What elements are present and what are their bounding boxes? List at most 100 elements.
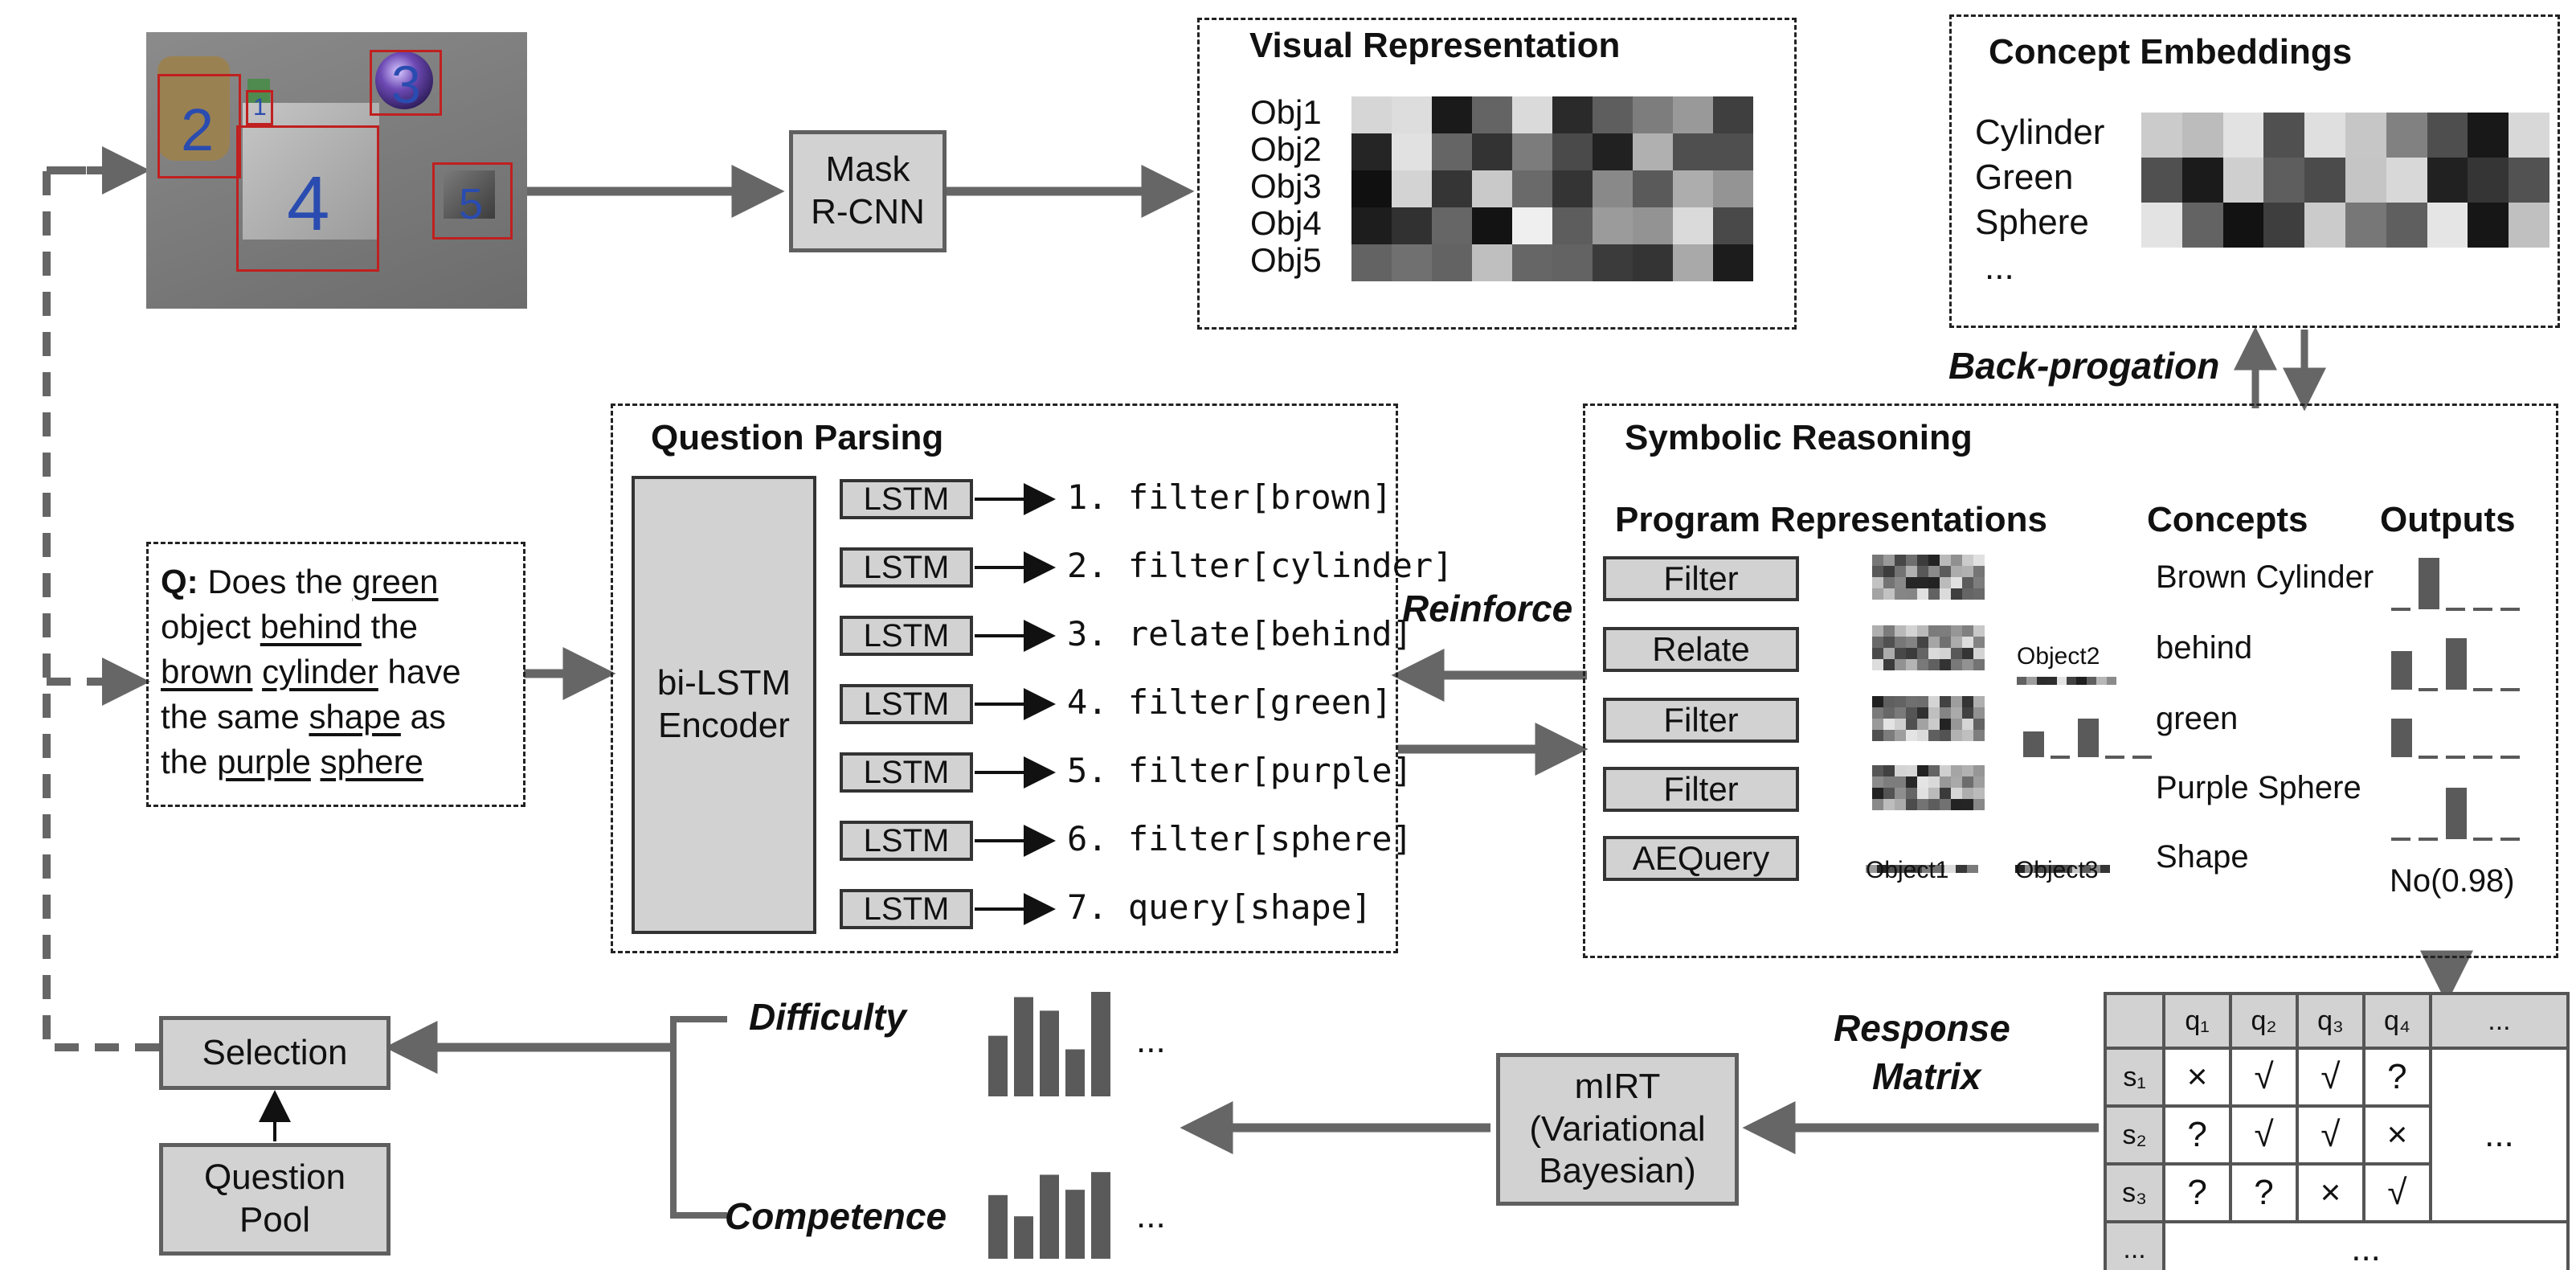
embedding-cell <box>1973 625 1985 637</box>
matrix-col-header: q₃ <box>2295 992 2365 1050</box>
matrix-side-ellipsis: ... <box>2428 1047 2570 1223</box>
program-button: Filter <box>1603 556 1799 601</box>
embedding-cell <box>1973 707 1985 719</box>
visual-grid-cell <box>1673 207 1713 244</box>
visual-grid-cell <box>1392 133 1432 170</box>
embedding-cell <box>1866 865 1877 873</box>
embedding-cell <box>1973 648 1985 659</box>
program-step: 5. filter[purple] <box>1067 751 1413 790</box>
embedding-cell <box>1906 637 1917 648</box>
output-glyph-4-bar <box>2446 788 2467 839</box>
visual-grid-cell <box>1552 96 1593 133</box>
visual-grid-cell <box>1633 133 1673 170</box>
concept-grid-cell <box>2181 158 2223 203</box>
matrix-cell: ? <box>2229 1162 2299 1223</box>
embedding-cell <box>2100 865 2110 873</box>
embedding-cell <box>1962 765 1973 776</box>
embedding-cell <box>1895 588 1906 600</box>
question-box <box>146 542 525 807</box>
dashed-loop <box>43 166 159 1051</box>
embedding-cell <box>1872 625 1883 637</box>
visual-feature-grid <box>1351 96 1753 281</box>
visual-grid-cell <box>1472 133 1512 170</box>
embedding-cell <box>2017 677 2027 685</box>
embedding-cell <box>1951 776 1962 788</box>
program-embedding <box>1872 696 1985 741</box>
back-propagation-label: Back-progation <box>1948 345 2220 387</box>
embedding-cell <box>1872 637 1883 648</box>
concept-grid-cell <box>2427 203 2468 248</box>
concept-grid-cell <box>2141 203 2182 248</box>
embedding-cell <box>1883 776 1895 788</box>
concept-grid-cell <box>2345 113 2386 158</box>
visual-grid-cell <box>1633 207 1673 244</box>
program-embedding-strip <box>1866 865 1978 873</box>
visual-grid-cell <box>1351 133 1392 170</box>
visual-grid-cell <box>1593 96 1633 133</box>
matrix-col-header: q₄ <box>2361 992 2432 1050</box>
mirt-line3: Bayesian) <box>1539 1151 1696 1191</box>
concept-grid-cell <box>2141 113 2182 158</box>
matrix-cell: × <box>2162 1047 2233 1108</box>
embedding-cell <box>1940 707 1951 719</box>
embedding-cell <box>1973 730 1985 741</box>
embedding-cell <box>1906 555 1917 566</box>
concept-row-label: Cylinder <box>1975 113 2105 152</box>
embedding-cell <box>2043 865 2054 873</box>
object2-embedding-strip <box>2017 677 2116 685</box>
matrix-row: s₁×√√?... <box>2103 1047 2570 1223</box>
embedding-cell <box>1883 730 1895 741</box>
question-q-label: Q: <box>161 563 198 600</box>
visual-grid-cell <box>1713 133 1753 170</box>
concept-grid-cell <box>2222 203 2264 248</box>
embedding-cell <box>1951 765 1962 776</box>
program-step: 4. filter[green] <box>1067 682 1392 722</box>
embedding-cell <box>1928 577 1940 588</box>
outputs-header: Outputs <box>2380 500 2516 539</box>
difficulty-ellipsis: ... <box>1136 1021 1166 1060</box>
relate-output-glyph-bar <box>2023 731 2044 757</box>
embedding-cell <box>1928 696 1940 707</box>
embedding-cell <box>1928 730 1940 741</box>
embedding-cell <box>1917 776 1928 788</box>
competence-bar <box>988 1194 1008 1259</box>
bbox-object-3: 3 <box>370 50 442 116</box>
embedding-cell <box>1883 637 1895 648</box>
embedding-cell <box>1940 555 1951 566</box>
visual-grid-cell <box>1432 244 1472 281</box>
difficulty-bar <box>1091 992 1110 1096</box>
embedding-cell <box>1967 865 1978 873</box>
concept-grid-cell <box>2345 203 2386 248</box>
visual-grid-cell <box>1552 244 1593 281</box>
embedding-cell <box>1940 566 1951 577</box>
embedding-cell <box>2056 677 2067 685</box>
concept-grid-cell <box>2181 203 2223 248</box>
embedding-cell <box>1906 707 1917 719</box>
embedding-cell <box>1906 577 1917 588</box>
competence-label: Competence <box>725 1195 947 1237</box>
concept-text: behind <box>2156 630 2253 666</box>
embedding-cell <box>1917 625 1928 637</box>
embedding-cell <box>1951 788 1962 799</box>
embedding-cell <box>1973 577 1985 588</box>
program-button: Filter <box>1603 767 1799 812</box>
embedding-cell <box>2034 865 2044 873</box>
concept-grid-cell <box>2263 158 2305 203</box>
embedding-cell <box>1962 588 1973 600</box>
concept-grid-cell <box>2181 113 2223 158</box>
embedding-cell <box>1922 865 1933 873</box>
embedding-cell <box>1973 555 1985 566</box>
embedding-cell <box>1895 776 1906 788</box>
visual-grid-cell <box>1673 244 1713 281</box>
embedding-cell <box>1973 566 1985 577</box>
visual-grid-cell <box>1472 170 1512 207</box>
embedding-cell <box>1951 648 1962 659</box>
object-3-label: 3 <box>391 55 421 114</box>
embedding-cell <box>1973 588 1985 600</box>
matrix-cell: √ <box>2295 1047 2365 1108</box>
embedding-cell <box>2096 677 2107 685</box>
output-glyph-1-bar <box>2419 558 2439 609</box>
visual-grid-cell <box>1472 96 1512 133</box>
question-keyword: purple <box>217 743 311 780</box>
program-step: 1. filter[brown] <box>1067 477 1392 517</box>
